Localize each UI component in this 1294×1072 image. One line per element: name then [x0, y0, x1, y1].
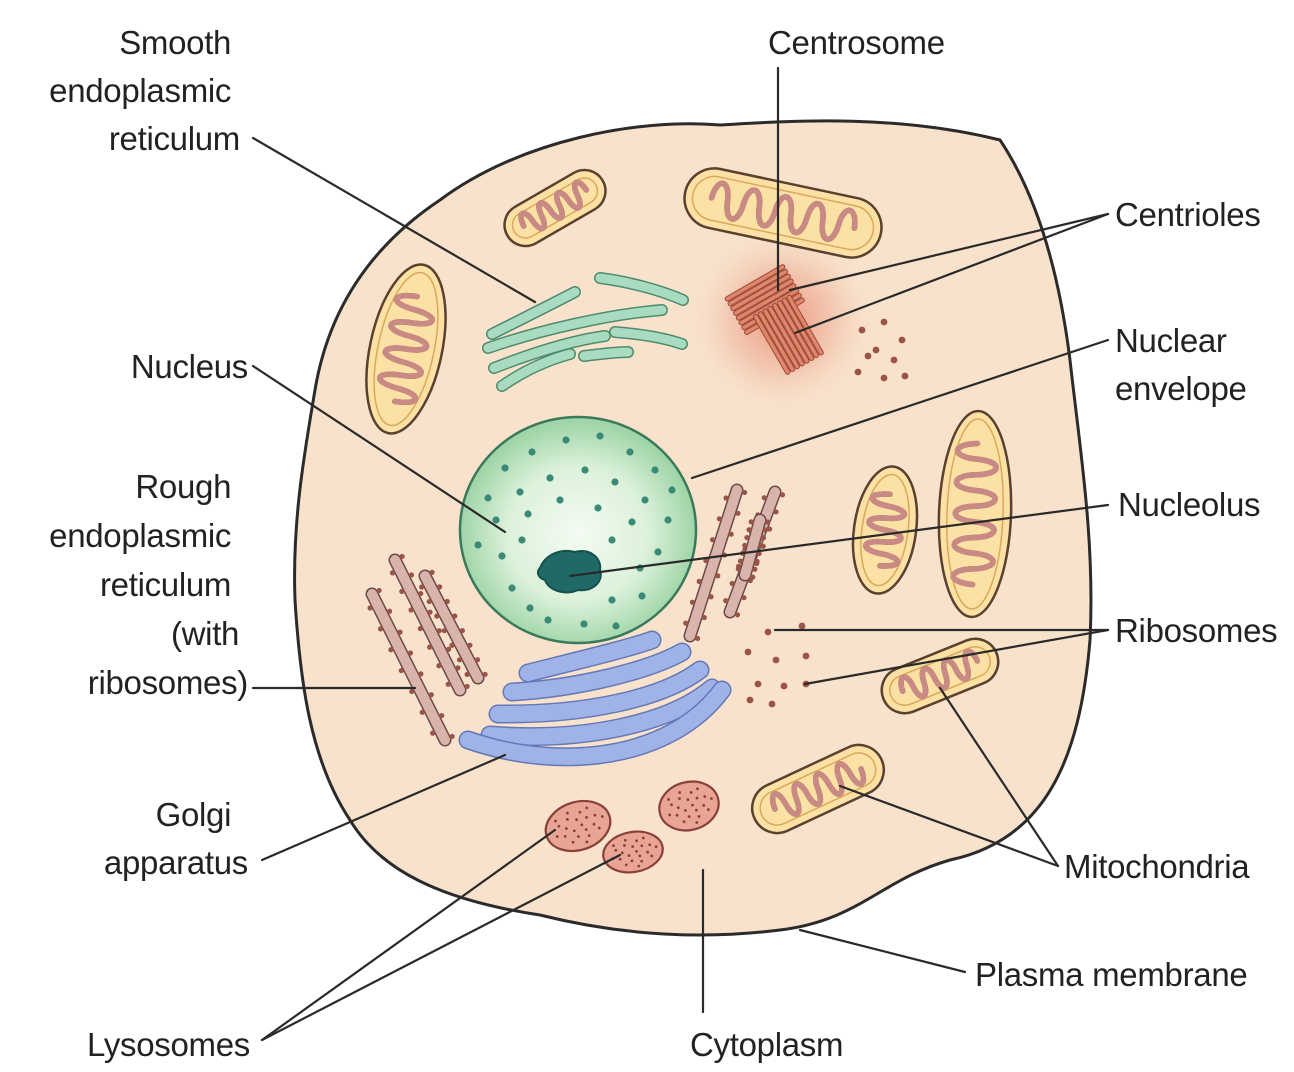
leader-lines	[251, 66, 1110, 1042]
ribosome-dot	[780, 682, 788, 690]
ribosome-dot	[764, 628, 772, 636]
leader-centriole-1	[788, 212, 1110, 292]
rough-er-strand	[683, 483, 748, 643]
ribosome-dot	[746, 696, 754, 704]
ribosome-dot	[802, 652, 810, 660]
ribosome-dot	[858, 326, 866, 334]
label-smooth-er: Smooth endoplasmic reticulum	[49, 24, 240, 157]
label-centrioles: Centrioles	[1115, 196, 1261, 233]
lysosome-shape	[602, 830, 664, 874]
mitochondria-group	[365, 167, 1013, 835]
ribosome-dot	[890, 356, 898, 364]
centrosome-shape	[687, 225, 877, 415]
lysosome-shape	[658, 780, 720, 832]
leader-lysosome-2	[260, 853, 622, 1042]
smooth-er-shape	[482, 272, 689, 392]
ribosome-dot	[854, 368, 862, 376]
ribosome-dot	[880, 318, 888, 326]
leader-mitochondria-2	[838, 784, 1060, 868]
label-nuclear-envelope: Nuclear envelope	[1115, 322, 1247, 407]
label-ribosomes: Ribosomes	[1115, 612, 1277, 649]
label-mitochondria: Mitochondria	[1064, 848, 1250, 885]
label-golgi: Golgi apparatus	[104, 796, 248, 881]
chromatin-dots	[474, 432, 676, 630]
mitochondrion-shape	[937, 409, 1013, 619]
leader-nucleus	[251, 364, 507, 534]
leader-ribosomes-2	[803, 628, 1110, 686]
mitochondrion-shape	[365, 263, 447, 435]
rough-er-strand	[388, 553, 470, 697]
ribosome-dot	[754, 680, 762, 688]
ribosome-dot	[772, 656, 780, 664]
ribosome-cluster	[854, 318, 909, 382]
label-plasma-membrane: Plasma membrane	[975, 956, 1247, 993]
leader-centriole-2	[793, 212, 1110, 335]
nucleolus-shape	[536, 549, 602, 594]
leader-mitochondria-1	[938, 686, 1060, 868]
ribosome-dot	[744, 648, 752, 656]
ribosome-dot	[864, 352, 872, 360]
label-lysosomes: Lysosomes	[87, 1026, 250, 1063]
ribosome-dot	[880, 374, 888, 382]
mitochondrion-shape	[851, 465, 919, 595]
leader-nuclear-envelope	[690, 338, 1110, 480]
leader-smooth-er	[251, 136, 537, 304]
rough-er-shape	[365, 483, 786, 747]
mitochondrion-shape	[503, 168, 607, 248]
ribosome-cluster	[744, 622, 810, 708]
label-rough-er: Rough endoplasmic reticulum (with riboso…	[49, 468, 248, 701]
ribosome-dot	[872, 346, 880, 354]
label-centrosome: Centrosome	[768, 24, 945, 61]
mitochondrion-shape	[750, 743, 886, 835]
label-cytoplasm: Cytoplasm	[690, 1026, 843, 1063]
label-nucleus: Nucleus	[131, 348, 248, 385]
ribosome-dot	[798, 622, 806, 630]
rough-er-strand	[365, 587, 455, 747]
ribosome-dot	[898, 336, 906, 344]
golgi-apparatus-shape	[458, 630, 732, 767]
nucleus-shape	[458, 415, 698, 645]
label-nucleolus: Nucleolus	[1118, 486, 1260, 523]
rough-er-strand	[418, 569, 488, 685]
ribosome-dot	[901, 372, 909, 380]
leader-plasma-membrane	[798, 928, 967, 974]
leader-nucleolus	[568, 503, 1110, 578]
ribosome-dot	[768, 700, 776, 708]
leader-lysosome-1	[260, 828, 557, 1042]
lysosomes-group	[544, 780, 720, 874]
rough-er-strand	[735, 513, 771, 582]
mitochondrion-shape	[880, 637, 1000, 715]
centriole-shape	[753, 294, 824, 375]
leader-golgi	[260, 753, 507, 862]
